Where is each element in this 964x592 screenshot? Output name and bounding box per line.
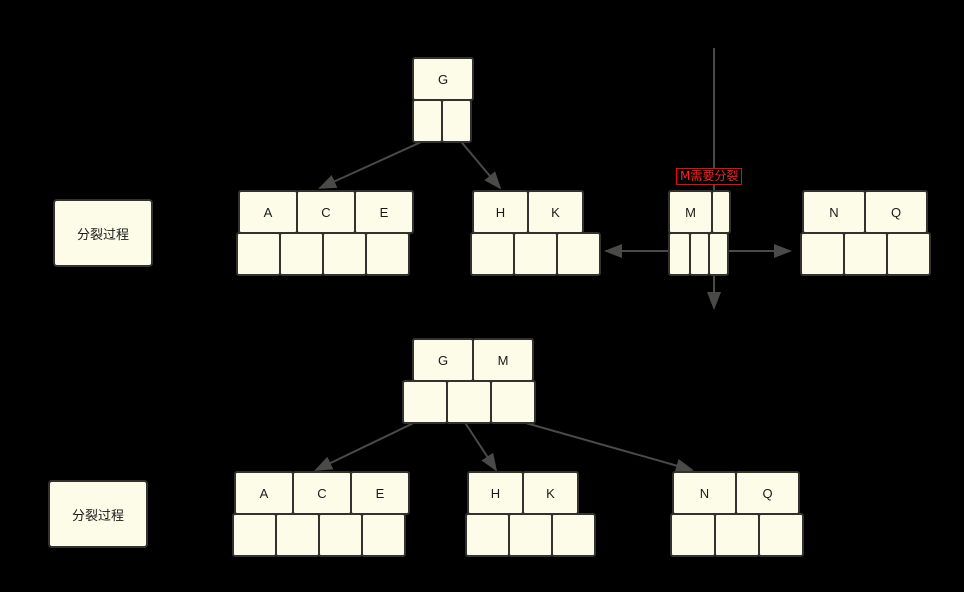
pointer-row <box>236 232 410 276</box>
key-row: A C E <box>238 190 414 234</box>
node-nq-before[interactable]: N Q <box>800 190 931 276</box>
key-cell[interactable]: N <box>802 190 866 234</box>
pointer-cell[interactable] <box>513 232 558 276</box>
pointer-cell[interactable] <box>714 513 760 557</box>
key-cell[interactable]: A <box>238 190 298 234</box>
pointer-cell[interactable] <box>236 232 281 276</box>
key-row: M <box>668 190 731 234</box>
key-cell[interactable]: A <box>234 471 294 515</box>
stage-label-text: 分裂过程 <box>71 508 124 524</box>
node-ace-before[interactable]: A C E <box>236 190 414 276</box>
pointer-cell[interactable] <box>758 513 804 557</box>
key-cell[interactable]: M <box>472 338 534 382</box>
key-cell[interactable]: G <box>412 57 474 101</box>
edge-root-to-ace <box>318 137 431 189</box>
pointer-row <box>668 232 729 276</box>
pointer-cell[interactable] <box>412 99 443 143</box>
node-nq-after[interactable]: N Q <box>670 471 804 557</box>
pointer-row <box>800 232 931 276</box>
pointer-cell[interactable] <box>668 232 691 276</box>
pointer-cell[interactable] <box>402 380 448 424</box>
pointer-cell[interactable] <box>361 513 406 557</box>
pointer-cell[interactable] <box>441 99 472 143</box>
key-cell[interactable]: E <box>350 471 410 515</box>
key-row: H K <box>467 471 579 515</box>
pointer-cell[interactable] <box>708 232 729 276</box>
edge-root2-to-ace <box>314 417 425 471</box>
edge-root-to-hk <box>457 137 502 190</box>
key-cell[interactable]: Q <box>735 471 800 515</box>
pointer-row <box>232 513 406 557</box>
node-root-before[interactable]: G <box>412 57 474 143</box>
node-ace-after[interactable]: A C E <box>232 471 410 557</box>
edge-root2-to-nq <box>507 417 694 473</box>
edge-root2-to-hk <box>461 417 498 472</box>
pointer-cell[interactable] <box>232 513 277 557</box>
key-cell[interactable]: H <box>472 190 529 234</box>
key-cell[interactable]: N <box>672 471 737 515</box>
pointer-cell[interactable] <box>279 232 324 276</box>
node-hk-before[interactable]: H K <box>470 190 601 276</box>
pointer-cell[interactable] <box>800 232 845 276</box>
key-cell[interactable]: K <box>527 190 584 234</box>
stage-label-split-process-2: 分裂过程 <box>48 480 148 548</box>
annotation-text: M需要分裂 <box>680 169 739 183</box>
stage-label-split-process-1: 分裂过程 <box>53 199 153 267</box>
pointer-cell[interactable] <box>843 232 888 276</box>
node-hk-after[interactable]: H K <box>465 471 596 557</box>
pointer-cell[interactable] <box>365 232 410 276</box>
pointer-row <box>402 380 536 424</box>
pointer-cell[interactable] <box>446 380 492 424</box>
pointer-cell[interactable] <box>689 232 710 276</box>
pointer-cell[interactable] <box>318 513 363 557</box>
pointer-cell[interactable] <box>508 513 553 557</box>
node-m-before-overfull[interactable]: M <box>668 190 731 276</box>
key-row: N Q <box>802 190 928 234</box>
pointer-cell[interactable] <box>470 232 515 276</box>
pointer-row <box>470 232 601 276</box>
key-cell[interactable]: C <box>292 471 352 515</box>
pointer-cell[interactable] <box>490 380 536 424</box>
annotation-m-needs-split: M需要分裂 <box>676 168 743 185</box>
key-row: N Q <box>672 471 800 515</box>
key-cell[interactable]: E <box>354 190 414 234</box>
pointer-cell[interactable] <box>465 513 510 557</box>
key-cell[interactable]: H <box>467 471 524 515</box>
pointer-row <box>670 513 804 557</box>
pointer-cell[interactable] <box>275 513 320 557</box>
node-root-after[interactable]: G M <box>402 338 536 424</box>
key-cell[interactable] <box>711 190 731 234</box>
key-cell[interactable]: C <box>296 190 356 234</box>
key-row: H K <box>472 190 584 234</box>
key-cell[interactable]: G <box>412 338 474 382</box>
key-cell[interactable]: K <box>522 471 579 515</box>
pointer-cell[interactable] <box>670 513 716 557</box>
key-cell[interactable]: M <box>668 190 713 234</box>
pointer-row <box>465 513 596 557</box>
pointer-cell[interactable] <box>322 232 367 276</box>
pointer-row <box>412 99 472 143</box>
key-cell[interactable]: Q <box>864 190 928 234</box>
pointer-cell[interactable] <box>556 232 601 276</box>
pointer-cell[interactable] <box>551 513 596 557</box>
key-row: G M <box>412 338 534 382</box>
key-row: A C E <box>234 471 410 515</box>
pointer-cell[interactable] <box>886 232 931 276</box>
stage-label-text: 分裂过程 <box>76 227 129 243</box>
key-row: G <box>412 57 474 101</box>
